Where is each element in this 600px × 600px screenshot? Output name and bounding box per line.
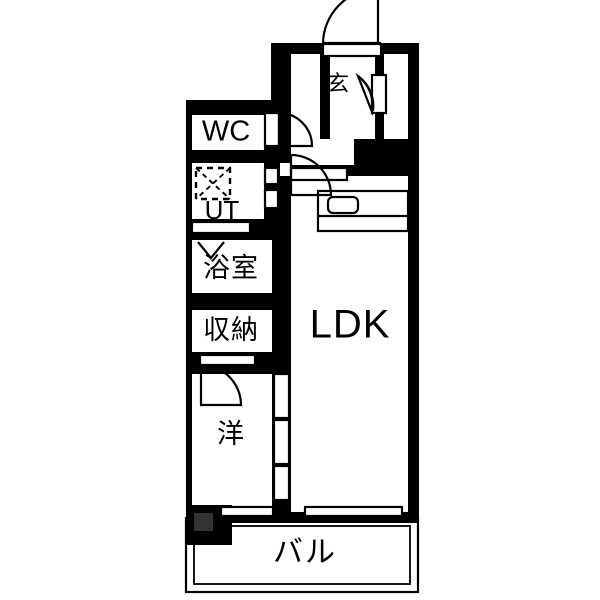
sliding-doors-western-ldk xyxy=(272,372,291,502)
washer-pan xyxy=(194,166,232,201)
sliding-panel-1 xyxy=(272,372,291,420)
washer-pan-diagonal-2 xyxy=(195,167,231,200)
balcony-area: バル xyxy=(184,516,420,594)
ut-interior xyxy=(192,163,264,219)
ut-door-slot-upper xyxy=(263,166,280,186)
hall-door-swing xyxy=(289,153,333,197)
wall-hall-west-upper xyxy=(280,43,291,109)
entry-closet-interior xyxy=(384,54,408,139)
door-swings xyxy=(197,0,381,407)
entrance-door-swing xyxy=(321,0,380,45)
hall-door-slot xyxy=(289,166,349,182)
window-western-room xyxy=(219,505,275,518)
western-room-door-swing xyxy=(199,363,243,407)
wc-interior xyxy=(192,115,264,150)
washer-pan-outline xyxy=(194,166,232,201)
ldk-label: LDK xyxy=(310,303,391,347)
window-ldk xyxy=(303,505,404,518)
sliding-panel-3 xyxy=(272,464,291,502)
bath-folding-door-mark xyxy=(197,241,225,260)
entrance-label: 玄 xyxy=(327,71,349,96)
closet-opening-slot xyxy=(198,353,257,367)
genkan-door-arc xyxy=(357,75,375,112)
wall-under-wc xyxy=(186,150,272,163)
closet-label: 収納 xyxy=(203,315,259,345)
ut-door-slot-lower xyxy=(263,188,280,210)
bath-interior xyxy=(192,240,272,293)
bath-label: 浴室 xyxy=(203,253,259,283)
washer-pan-diagonal-1 xyxy=(195,167,231,200)
kitchen-counter-outline xyxy=(316,189,410,233)
balcony-label: バル xyxy=(273,536,337,569)
balcony-inner-outline xyxy=(193,525,411,585)
room-labels: WC UT 浴室 収納 洋 玄 LDK xyxy=(202,71,391,449)
entrance-door-panel xyxy=(321,42,383,58)
bath-entry-slot xyxy=(190,220,252,235)
kitchen-counter xyxy=(316,189,410,233)
kitchen-sink-basin xyxy=(326,195,360,215)
pipe-shaft-inner xyxy=(194,513,213,531)
wc-door-slot xyxy=(263,111,281,148)
wall-under-bath xyxy=(186,293,291,310)
western-room-interior xyxy=(192,374,272,512)
wall-upper-left-step xyxy=(186,43,280,109)
sliding-panel-2 xyxy=(272,418,291,466)
wc-label: WC xyxy=(202,116,250,148)
western-label: 洋 xyxy=(217,419,245,449)
wall-closet-base xyxy=(354,139,384,155)
wall-genkan-west xyxy=(320,54,330,139)
wc-door-swing xyxy=(277,111,314,148)
window-mullion-post xyxy=(276,500,289,523)
closet-interior xyxy=(192,310,272,352)
ut-label: UT xyxy=(205,195,240,225)
